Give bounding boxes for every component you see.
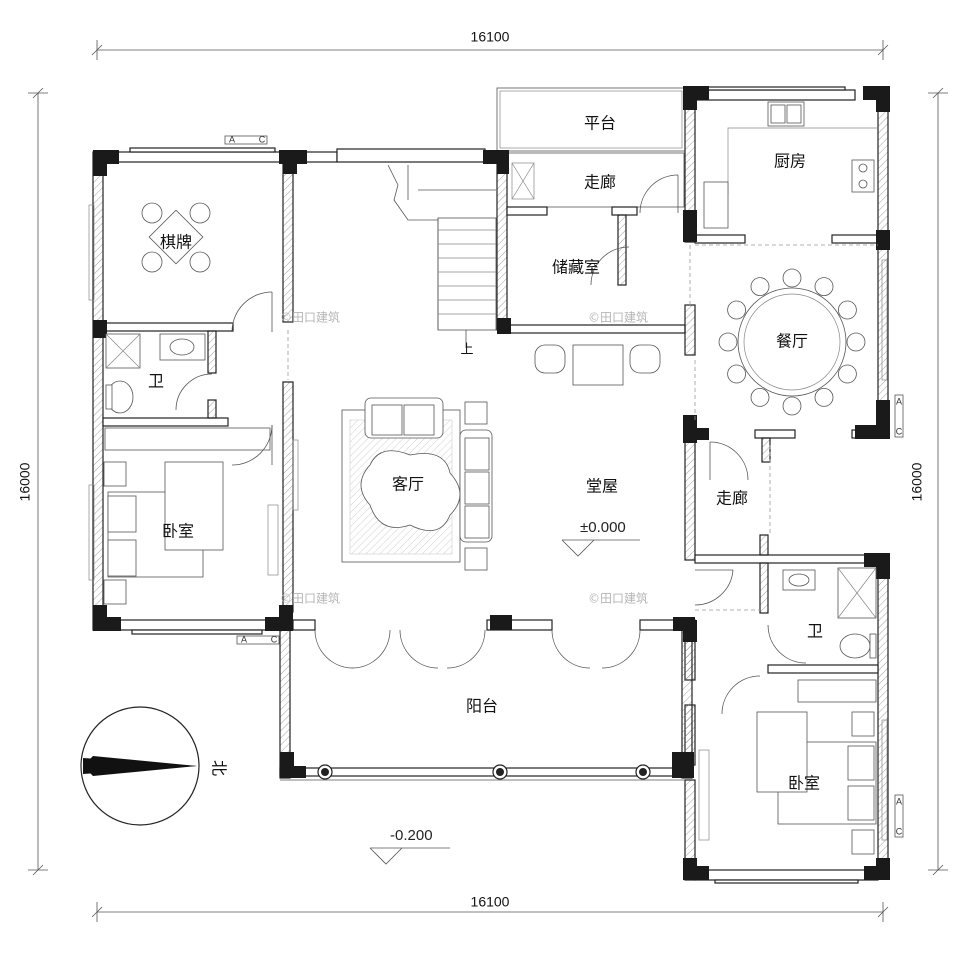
- elevation-marker-main: [561, 539, 640, 557]
- elevation-main-label: ±0.000: [580, 519, 626, 536]
- east-bedroom-furniture: [756, 679, 877, 855]
- room-bath-east: 卫: [807, 622, 823, 641]
- room-corridor-north: 走廊: [584, 173, 616, 192]
- room-hall: 堂屋: [586, 477, 618, 496]
- compass: [80, 706, 200, 826]
- dimension-top: 16100: [471, 29, 510, 45]
- watermark-4: ©田口建筑: [588, 591, 648, 606]
- section-mark-c-3: C: [896, 426, 903, 436]
- watermark-1: ©田口建筑: [280, 310, 340, 325]
- windows: [88, 204, 888, 841]
- living-sofa-set: [341, 397, 493, 571]
- watermark-2: ©田口建筑: [588, 310, 648, 325]
- room-living: 客厅: [392, 475, 424, 494]
- dining-chair: [718, 332, 738, 352]
- kitchen-fixtures: [703, 101, 878, 229]
- compass-north-label: 北: [210, 760, 229, 776]
- room-bedroom-east: 卧室: [788, 774, 820, 793]
- balcony-columns: [317, 764, 651, 780]
- dining-table: [718, 268, 866, 416]
- stair-up-label: 上: [460, 343, 473, 358]
- dimension-left: 16000: [17, 462, 33, 501]
- dining-chair: [846, 332, 866, 352]
- section-mark-c-2: C: [271, 634, 278, 644]
- dimension-bottom: 16100: [471, 894, 510, 910]
- dining-chair: [814, 277, 834, 297]
- east-bath-fixtures: [782, 567, 877, 659]
- dining-chair: [727, 364, 746, 384]
- room-dining: 餐厅: [776, 332, 808, 351]
- section-mark-c-1: C: [259, 134, 266, 144]
- staircase: [387, 164, 497, 348]
- dining-chair: [750, 277, 770, 297]
- section-mark-a-2: A: [241, 634, 247, 644]
- room-balcony: 阳台: [466, 697, 498, 716]
- room-platform: 平台: [584, 114, 616, 133]
- section-marks: [224, 135, 904, 838]
- chess-table: [141, 202, 211, 273]
- doors: [175, 174, 807, 715]
- dashed-lines: [287, 244, 878, 611]
- west-bedroom-furniture: [103, 427, 271, 605]
- dining-chair: [750, 387, 770, 407]
- room-bath-west: 卫: [148, 372, 164, 391]
- room-bedroom-west: 卧室: [162, 522, 194, 541]
- room-storage: 储藏室: [552, 258, 600, 277]
- hall-armchairs: [534, 344, 661, 386]
- section-mark-a-1: A: [229, 134, 235, 144]
- section-mark-c-4: C: [896, 826, 903, 836]
- dining-chair: [782, 396, 802, 416]
- compass-needle-icon: [83, 758, 197, 774]
- dining-chair: [838, 364, 857, 384]
- room-chess: 棋牌: [160, 233, 192, 252]
- elevation-exterior-label: -0.200: [390, 827, 433, 844]
- dining-chair: [727, 300, 746, 320]
- section-mark-a-4: A: [896, 796, 902, 806]
- dining-chair: [814, 387, 834, 407]
- dining-chair: [838, 300, 857, 320]
- dimension-lines: [28, 40, 948, 922]
- dimension-right: 16000: [909, 462, 925, 501]
- room-corridor-east: 走廊: [716, 489, 748, 508]
- dining-chair: [782, 268, 802, 288]
- room-kitchen: 厨房: [774, 152, 806, 171]
- columns: [93, 86, 890, 880]
- watermark-3: ©田口建筑: [280, 591, 340, 606]
- west-bath-fixtures: [105, 333, 206, 414]
- section-mark-a-3: A: [896, 396, 902, 406]
- elevation-marker-exterior: [369, 847, 450, 865]
